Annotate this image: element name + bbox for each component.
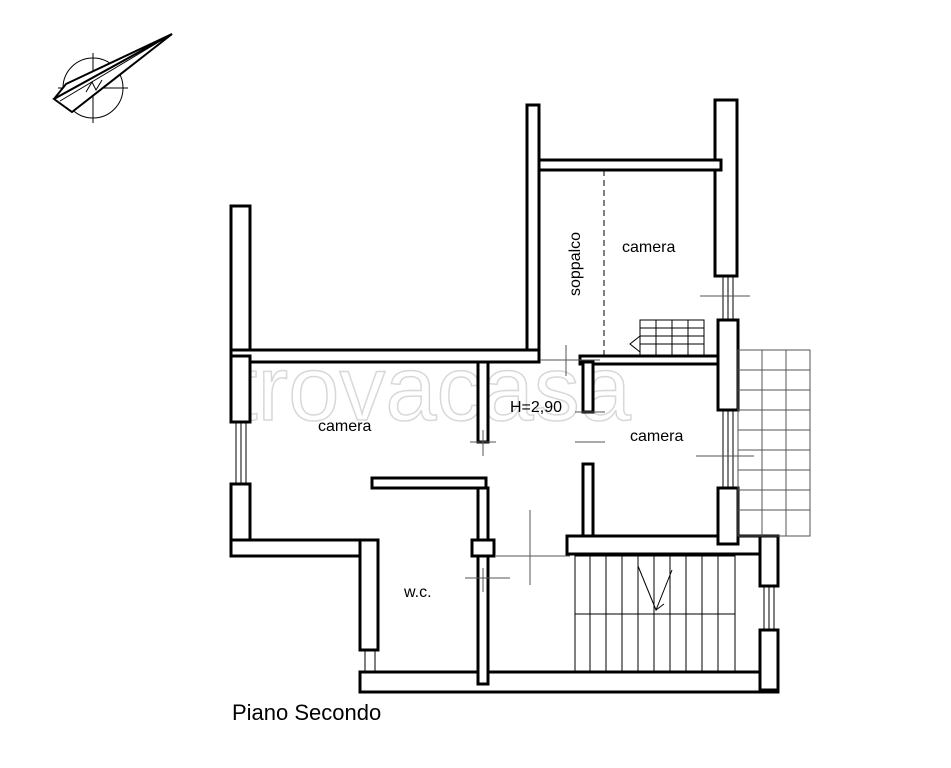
upper-walls — [229, 98, 739, 363]
north-arrow-icon — [52, 33, 173, 123]
room-label-wc: w.c. — [403, 584, 432, 601]
hallway-height-label: H=2,90 — [510, 399, 562, 416]
room-label-camera-top: camera — [622, 239, 675, 256]
room-label-camera-left: camera — [318, 418, 371, 435]
room-label-camera-right: camera — [630, 428, 683, 445]
floor-title: Piano Secondo — [232, 700, 381, 725]
main-walls — [229, 158, 780, 694]
balcony — [737, 349, 811, 537]
door-markers — [465, 295, 754, 592]
staircase — [574, 555, 736, 673]
windows — [235, 275, 775, 673]
room-label-soppalco: soppalco — [567, 232, 584, 296]
loft-stair — [629, 319, 705, 357]
